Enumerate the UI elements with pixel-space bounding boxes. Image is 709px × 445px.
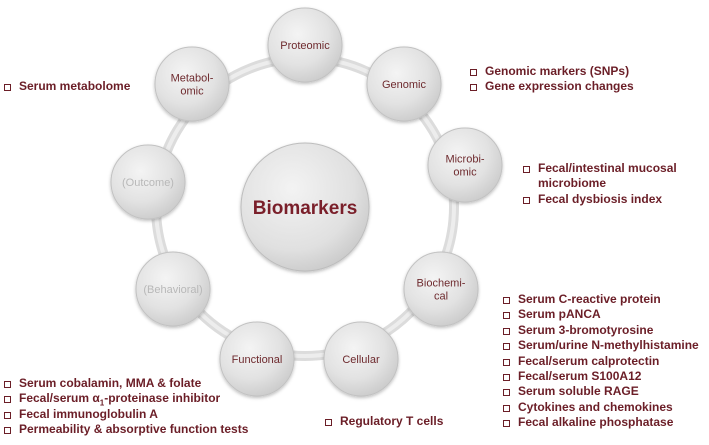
- list-item: Serum soluble RAGE: [501, 384, 699, 399]
- biochemical-list: Serum C-reactive protein Serum pANCA Ser…: [501, 292, 699, 431]
- functional-list: Serum cobalamin, MMA & folate Fecal/seru…: [2, 376, 248, 438]
- node-functional: Functional: [219, 321, 295, 397]
- list-item: Serum pANCA: [501, 307, 699, 322]
- alpha-suffix: -proteinase inhibitor: [104, 391, 221, 406]
- list-item: Serum/urine N-methylhistamine: [501, 338, 699, 353]
- center-node: Biomarkers: [240, 142, 370, 272]
- node-circle: [427, 127, 503, 203]
- genomic-list: Genomic markers (SNPs) Gene expression c…: [468, 64, 634, 95]
- list-item: Genomic markers (SNPs): [468, 64, 634, 79]
- list-item: Fecal dysbiosis index: [521, 192, 697, 207]
- node-cellular: Cellular: [323, 321, 399, 397]
- node-label: (Outcome): [122, 177, 174, 189]
- node-biochemical: Biochemi-cal: [403, 251, 479, 327]
- node-circle: [110, 144, 186, 220]
- list-item: Gene expression changes: [468, 79, 634, 94]
- node-label: Genomic: [382, 79, 427, 91]
- alpha-prefix: Fecal/serum α: [19, 391, 100, 406]
- list-item: Fecal/intestinal mucosal microbiome: [521, 161, 697, 192]
- node-circle: [267, 7, 343, 83]
- node-circle: [135, 251, 211, 327]
- list-item: Serum 3-bromotyrosine: [501, 323, 699, 338]
- node-label: (Behavioral): [143, 284, 202, 296]
- list-item: Fecal/serum α1-proteinase inhibitor: [2, 391, 248, 408]
- list-item: Fecal immunoglobulin A: [2, 407, 248, 422]
- list-item: Fecal alkaline phosphatase: [501, 415, 699, 430]
- node-circle: [366, 46, 442, 122]
- list-item: Permeability & absorptive function tests: [2, 422, 248, 437]
- node-label: Microbi-: [445, 154, 484, 166]
- list-item: Fecal/serum S100A12: [501, 369, 699, 384]
- node-circle: [403, 251, 479, 327]
- node-label: Cellular: [342, 354, 380, 366]
- node-circle: [219, 321, 295, 397]
- node-microbiomic: Microbi-omic: [427, 127, 503, 203]
- list-item: Cytokines and chemokines: [501, 400, 699, 415]
- node-metabolomic: Metabol-omic: [154, 46, 230, 122]
- node-label: Functional: [232, 354, 283, 366]
- node-behavioral: (Behavioral): [135, 251, 211, 327]
- list-item: Serum C-reactive protein: [501, 292, 699, 307]
- node-genomic: Genomic: [366, 46, 442, 122]
- node-circle: [154, 46, 230, 122]
- metabolomic-list: Serum metabolome: [2, 79, 130, 94]
- list-item: Fecal/serum calprotectin: [501, 354, 699, 369]
- list-item: Serum cobalamin, MMA & folate: [2, 376, 248, 391]
- node-outcome: (Outcome): [110, 144, 186, 220]
- center-label: Biomarkers: [253, 198, 358, 219]
- list-item: Serum metabolome: [2, 79, 130, 94]
- microbiomic-list: Fecal/intestinal mucosal microbiome Feca…: [521, 161, 697, 207]
- cellular-list: Regulatory T cells: [323, 414, 443, 429]
- node-label: Metabol-: [171, 73, 214, 85]
- list-item: Regulatory T cells: [323, 414, 443, 429]
- node-proteomic: Proteomic: [267, 7, 343, 83]
- alpha-subscript: 1: [99, 398, 105, 408]
- node-circle: [323, 321, 399, 397]
- node-label: cal: [434, 291, 448, 303]
- node-label: omic: [453, 167, 477, 179]
- node-label: Biochemi-: [417, 278, 466, 290]
- node-label: Proteomic: [280, 40, 330, 52]
- node-label: omic: [180, 86, 204, 98]
